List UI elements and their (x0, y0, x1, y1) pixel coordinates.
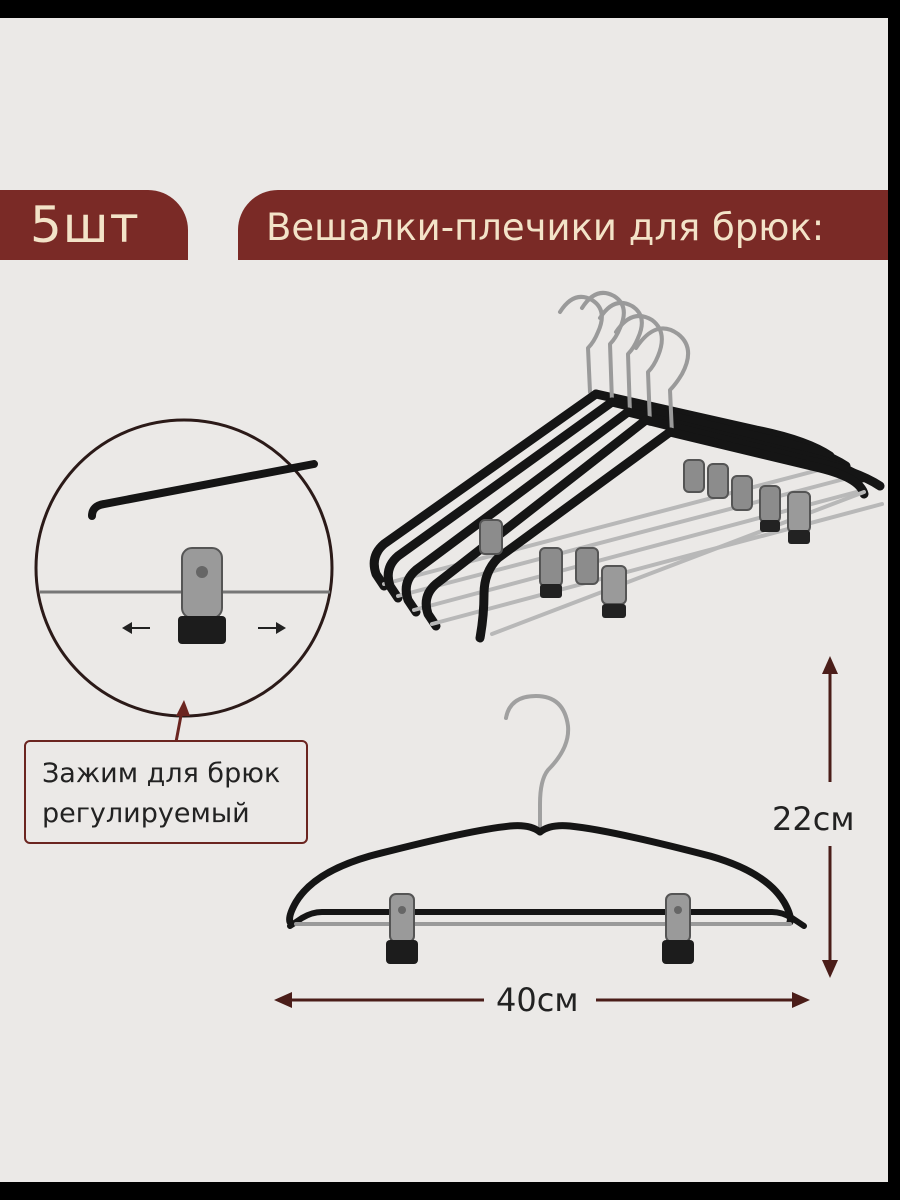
single-hanger-clip-left (386, 893, 418, 964)
callout-line-2: регулируемый (42, 798, 250, 829)
callout-line-1: Зажим для брюк (42, 758, 281, 789)
clip-callout-box: Зажим для брюк регулируемый (24, 740, 308, 844)
height-label: 22см (772, 800, 855, 838)
adjust-arrow-left (122, 622, 150, 634)
single-hanger-clip-right (662, 893, 694, 964)
adjust-arrow-right (258, 622, 286, 634)
product-image: 5шт Вешалки-плечики для брюк: Зажим для … (0, 18, 888, 1182)
callout-pointer-arrow (174, 700, 190, 743)
single-hanger (286, 694, 807, 964)
hanger-stack (369, 291, 885, 643)
quantity-banner: 5шт (0, 190, 188, 260)
zoom-detail-circle (34, 418, 334, 718)
product-title: Вешалки-плечики для брюк: (266, 206, 825, 249)
width-dimension-arrow (274, 992, 810, 1008)
hanger-stack-item (421, 314, 885, 631)
quantity-label: 5шт (30, 196, 140, 254)
hanger-illustration (34, 291, 885, 1008)
zoom-clip (178, 547, 226, 644)
width-label: 40см (490, 981, 585, 1019)
stack-clips (479, 459, 811, 618)
height-dimension-arrow (822, 656, 838, 978)
title-banner: Вешалки-плечики для брюк: (238, 190, 888, 260)
